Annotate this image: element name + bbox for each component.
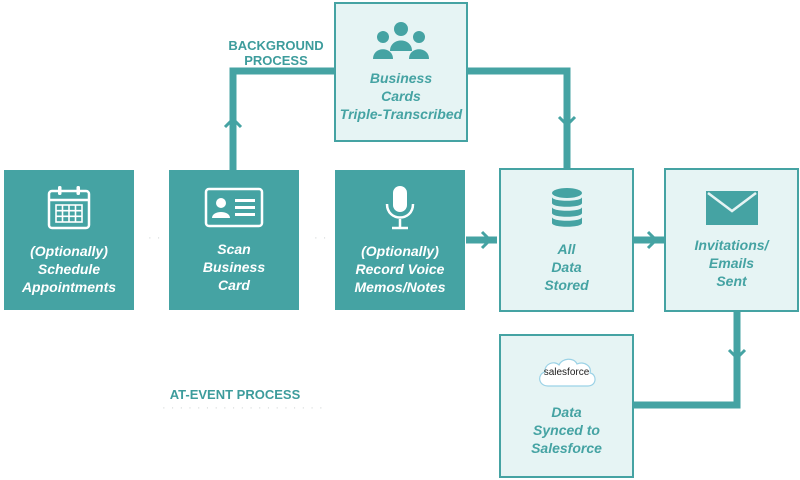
calendar-icon	[47, 186, 91, 230]
at-event-process-caption: AT-EVENT PROCESS	[169, 387, 301, 402]
record-voice-memos-label: (Optionally) Record Voice Memos/Notes	[354, 243, 446, 295]
invitations-emails-label: Invitations/ Emails Sent	[694, 237, 769, 289]
separator-dots: · ·	[314, 232, 328, 244]
all-data-stored-label: All Data Stored	[544, 241, 589, 293]
salesforce-cloud-logo: salesforce	[534, 355, 600, 391]
microphone-icon	[385, 186, 415, 230]
all-data-stored-box: All Data Stored	[499, 168, 634, 312]
data-synced-salesforce-box: salesforce Data Synced to Salesforce	[499, 334, 634, 478]
salesforce-logo-text: salesforce	[543, 367, 590, 378]
database-icon	[551, 188, 582, 227]
schedule-appointments-label: (Optionally) Schedule Appointments	[21, 243, 117, 295]
arrow-right-invitations	[646, 230, 659, 250]
connector-scan-to-business-cards	[229, 67, 336, 170]
record-voice-memos-box: (Optionally) Record Voice Memos/Notes	[335, 170, 465, 310]
background-process-caption: BACKGROUND PROCESS	[228, 38, 324, 68]
invitations-emails-box: Invitations/ Emails Sent	[664, 168, 799, 312]
arrow-down-stored	[557, 115, 577, 128]
connector-invitations-to-synced	[634, 310, 741, 409]
arrow-up-scan	[223, 116, 243, 129]
scan-business-card-label: Scan Business Card	[202, 241, 266, 293]
people-group-icon	[373, 22, 429, 59]
data-synced-salesforce-label: Data Synced to Salesforce	[531, 404, 602, 456]
arrow-down-invitations	[727, 348, 747, 361]
business-cards-transcribed-label: Business Cards Triple-Transcribed	[339, 70, 463, 122]
separator-dots: · ·	[148, 232, 162, 244]
id-card-icon	[204, 187, 264, 228]
separator-dots: · · · · · · · · · · · · · · · · · · ·	[162, 402, 324, 414]
business-cards-transcribed-box: Business Cards Triple-Transcribed	[334, 2, 468, 142]
schedule-appointments-box: (Optionally) Schedule Appointments	[4, 170, 134, 310]
scan-business-card-box: Scan Business Card	[169, 170, 299, 310]
arrow-right-record	[480, 230, 493, 250]
envelope-icon	[705, 191, 758, 225]
connector-business-cards-to-stored	[466, 67, 571, 170]
